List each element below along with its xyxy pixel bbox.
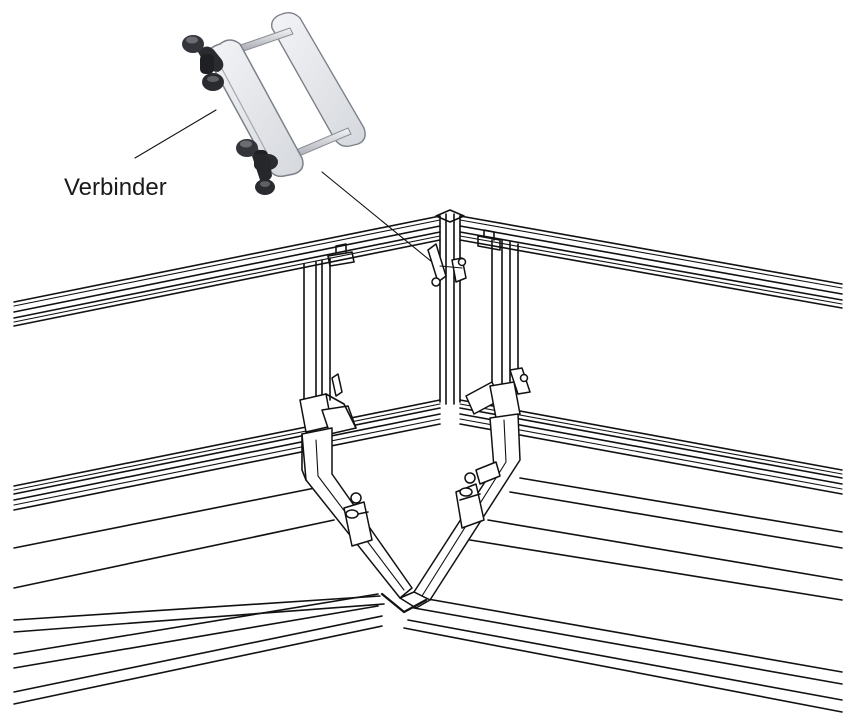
- left-wall: [13, 215, 441, 705]
- hinge-left: [343, 492, 373, 547]
- right-rail-clamp: [465, 367, 531, 419]
- connector-label: Verbinder: [64, 174, 167, 201]
- label-leader-line: [134, 109, 217, 159]
- hinge-right: [455, 461, 501, 529]
- right-upper-rail: [459, 215, 843, 309]
- right-floor-lines: [403, 477, 843, 713]
- connector-front-plate-edge: [213, 53, 275, 167]
- mounted-connector: [427, 243, 467, 287]
- left-rail-clamp: [299, 373, 357, 435]
- right-top-clip: [477, 229, 501, 251]
- connector-part: [182, 11, 366, 195]
- left-middle-rail: [13, 399, 441, 511]
- wing-knob-lower: [236, 139, 278, 195]
- right-middle-rail: [459, 399, 843, 495]
- v-brace-bottom-joint: [399, 591, 431, 609]
- left-floor-lines: [13, 484, 383, 705]
- corner-post: [427, 209, 467, 405]
- bottom-rail-left: [13, 595, 385, 633]
- connector-rear-plate: [271, 11, 366, 148]
- wing-knob-upper: [182, 35, 224, 91]
- left-upper-rail: [13, 215, 441, 327]
- right-wall: [403, 215, 843, 713]
- placement-leader-line: [321, 171, 433, 263]
- v-brace: [301, 413, 521, 614]
- left-top-clip: [327, 243, 355, 267]
